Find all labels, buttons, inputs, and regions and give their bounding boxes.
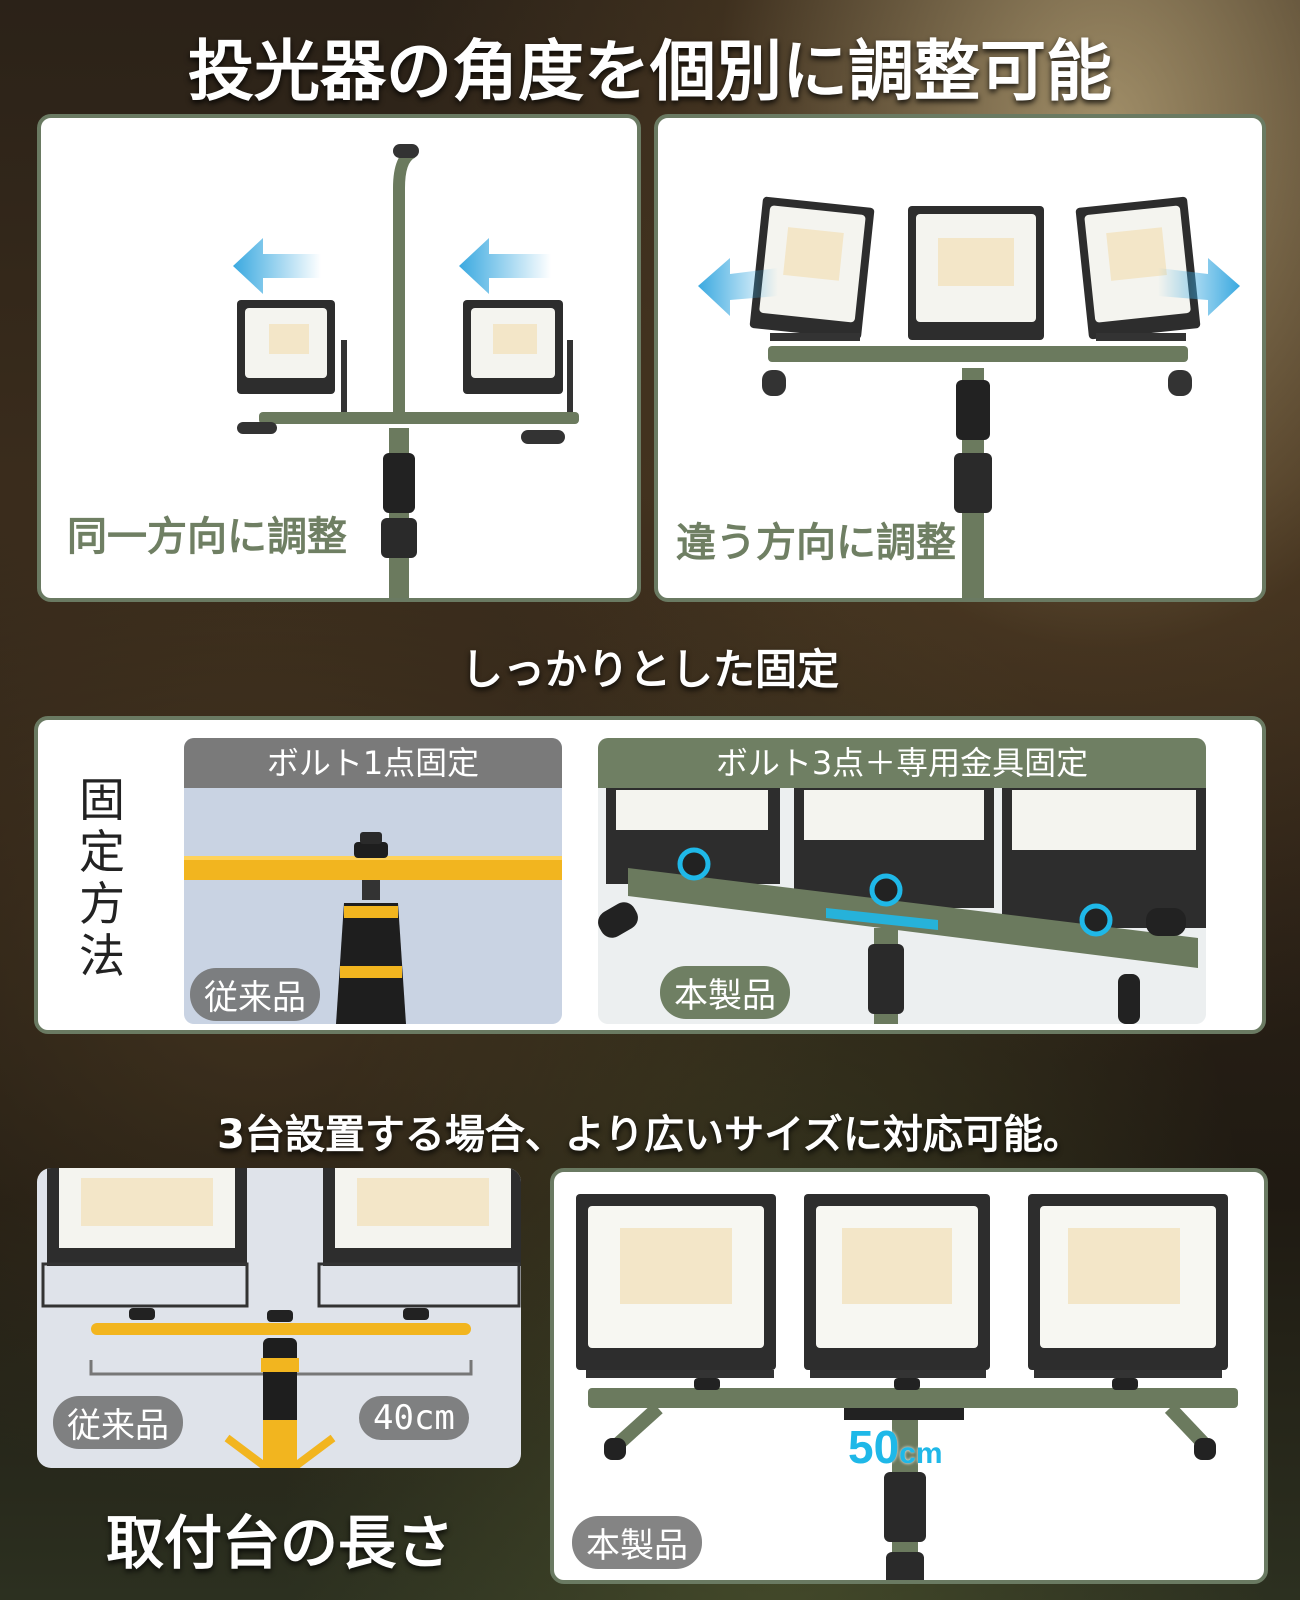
same-direction-illustration	[233, 144, 579, 598]
product-badge-width: 本製品	[572, 1516, 702, 1569]
different-direction-label: 違う方向に調整	[676, 520, 956, 566]
fixing-section-title: しっかりとした固定	[460, 645, 839, 694]
fixing-side-char-4: 法	[79, 929, 125, 983]
product-width-size: 50cm	[848, 1420, 943, 1474]
width-section-title: 3台設置する場合、より広いサイズに対応可能。	[217, 1112, 1083, 1158]
fixing-side-char-1: 固	[79, 773, 125, 827]
same-direction-label: 同一方向に調整	[67, 514, 347, 560]
conventional-badge-fixing: 従来品	[190, 968, 320, 1021]
main-title: 投光器の角度を個別に調整可能	[188, 33, 1112, 110]
conventional-fixing-image: ボルト1点固定 従来品	[184, 738, 562, 1024]
product-fixing-image: ボルト3点＋専用金具固定 本製品	[598, 738, 1206, 1024]
product-width-number: 50	[848, 1421, 900, 1473]
panel-same-direction: 同一方向に調整	[37, 114, 641, 602]
panel-conventional-width: 従来品 40cm	[37, 1168, 521, 1468]
panel-product-width: 50cm 本製品	[550, 1168, 1268, 1584]
panel-fixing-method: 固 定 方 法 ボルト1点固定 従来品 ボルト3点＋専用金具固定	[34, 716, 1266, 1034]
panel-different-direction: 違う方向に調整	[654, 114, 1266, 602]
different-direction-illustration	[698, 196, 1240, 598]
product-width-unit: cm	[899, 1437, 943, 1470]
conventional-width-size: 40cm	[359, 1396, 469, 1440]
conventional-badge-width: 従来品	[53, 1396, 183, 1449]
mount-length-label: 取付台の長さ	[106, 1509, 455, 1577]
fixing-side-char-2: 定	[79, 825, 125, 879]
product-fixing-header: ボルト3点＋専用金具固定	[598, 738, 1206, 788]
conventional-fixing-header: ボルト1点固定	[184, 738, 562, 788]
fixing-side-char-3: 方	[79, 877, 125, 931]
product-badge-fixing: 本製品	[660, 966, 790, 1019]
